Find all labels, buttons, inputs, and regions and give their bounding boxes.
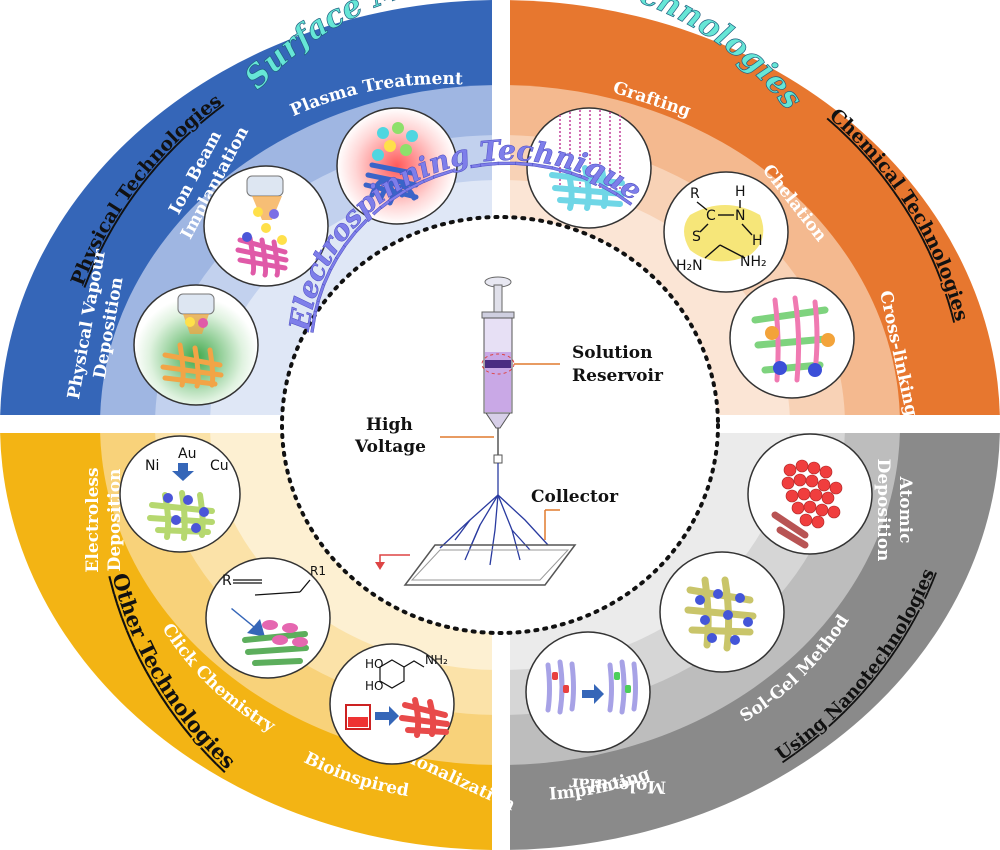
electroless-illustration: Au Ni Cu xyxy=(119,435,241,553)
svg-text:Cu: Cu xyxy=(210,458,229,474)
bioinspired-illustration: HO HO NH₂ xyxy=(329,643,455,765)
svg-text:HO: HO xyxy=(365,657,383,671)
svg-text:N: N xyxy=(735,208,745,224)
svg-text:High: High xyxy=(366,415,413,435)
svg-text:NH₂: NH₂ xyxy=(425,653,448,667)
svg-text:R1: R1 xyxy=(310,564,326,578)
atomic-deposition-label: Atomic Deposition xyxy=(873,459,915,562)
solution-reservoir-label: Solution Reservoir xyxy=(572,343,664,386)
crosslinking-illustration xyxy=(729,277,855,399)
atomic-deposition-illustration xyxy=(747,433,873,555)
mip-label-2: Molecular xyxy=(568,773,666,796)
svg-text:H: H xyxy=(735,184,746,200)
svg-text:S: S xyxy=(692,229,701,245)
collector-label: Collector xyxy=(531,487,619,507)
svg-text:Au: Au xyxy=(178,446,196,462)
pvd-illustration xyxy=(133,284,259,406)
click-chemistry-illustration: R R1 xyxy=(205,557,331,679)
grafting-illustration xyxy=(526,107,652,229)
svg-text:Atomic: Atomic xyxy=(895,476,915,544)
mip-illustration xyxy=(525,631,651,753)
svg-text:Voltage: Voltage xyxy=(354,437,426,457)
syringe xyxy=(481,276,560,464)
chelation-illustration: R C N H S H H₂N NH₂ xyxy=(663,171,789,293)
svg-text:Reservoir: Reservoir xyxy=(572,366,664,386)
svg-text:Electroless: Electroless xyxy=(83,467,103,572)
high-voltage-label: High Voltage xyxy=(354,415,426,457)
fiber-jet xyxy=(439,463,549,566)
svg-text:Deposition: Deposition xyxy=(873,459,893,562)
svg-text:H₂N: H₂N xyxy=(676,258,703,274)
solgel-illustration xyxy=(659,551,785,673)
svg-text:Solution: Solution xyxy=(572,343,652,363)
collector-plate xyxy=(375,509,577,586)
svg-text:C: C xyxy=(706,208,716,224)
svg-text:Ni: Ni xyxy=(145,458,159,474)
ion-beam-illustration xyxy=(203,165,329,287)
plasma-illustration xyxy=(336,107,458,225)
svg-text:Molecular: Molecular xyxy=(568,773,666,796)
svg-text:R: R xyxy=(690,186,700,202)
svg-text:HO: HO xyxy=(365,679,383,693)
svg-text:NH₂: NH₂ xyxy=(740,254,767,270)
svg-text:R: R xyxy=(222,573,232,589)
svg-text:H: H xyxy=(752,233,763,249)
